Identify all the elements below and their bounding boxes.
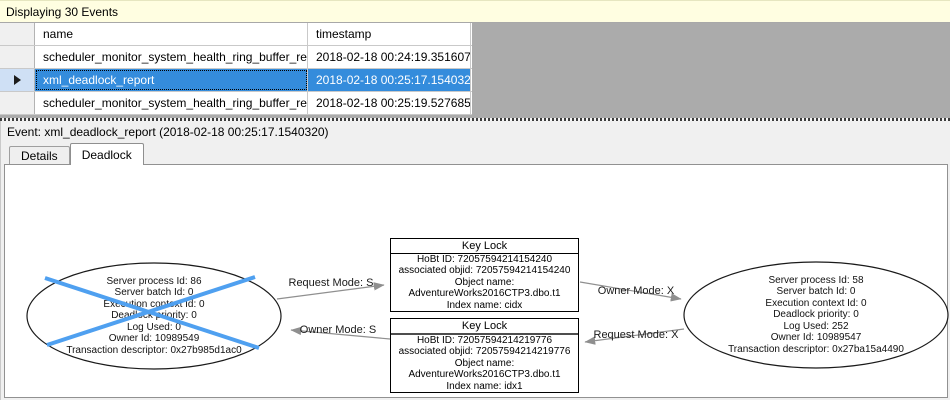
event-name-cell[interactable]: scheduler_monitor_system_health_ring_buf… [35,92,308,114]
tab-deadlock[interactable]: Deadlock [69,143,144,165]
column-header-timestamp[interactable]: timestamp [308,23,471,45]
text-line: HoBt ID: 72057594214219776 [416,334,553,346]
lock-bottom-title: Key Lock [391,319,578,335]
events-grid-background: name timestamp scheduler_monitor_system_… [0,23,950,118]
tab-details[interactable]: Details [9,146,70,164]
row-selector-header [0,23,35,45]
grid-header-row: name timestamp [0,23,472,46]
text-line: HoBt ID: 72057594214154240 [416,253,553,265]
table-row-selected[interactable]: xml_deadlock_report 2018-02-18 00:25:17.… [0,69,472,92]
text-line: Object name: AdventureWorks2016CTP3.dbo.… [408,276,561,300]
text-line: Object name: AdventureWorks2016CTP3.dbo.… [408,357,561,381]
current-row-arrow-icon [13,75,21,85]
row-selector[interactable] [0,46,35,68]
table-row[interactable]: scheduler_monitor_system_health_ring_buf… [0,92,472,115]
pane-splitter[interactable] [0,118,950,121]
event-name-cell[interactable]: xml_deadlock_report [35,69,308,91]
text-line: Index name: idx1 [446,380,523,392]
event-timestamp-cell[interactable]: 2018-02-18 00:24:19.3516078 [308,46,471,68]
text-line: associated objid: 72057594214154240 [398,265,571,276]
lock-top-title: Key Lock [391,239,578,254]
selected-event-label: Event: xml_deadlock_report (2018-02-18 0… [7,125,329,139]
text-line: associated objid: 72057594214219776 [398,346,571,357]
table-row[interactable]: scheduler_monitor_system_health_ring_buf… [0,46,472,69]
event-timestamp-cell[interactable]: 2018-02-18 00:25:19.5276859 [308,92,471,114]
detail-tabs: Details Deadlock [1,141,950,165]
row-selector[interactable] [0,92,35,114]
text-line: Index name: cidx [446,299,523,311]
events-count-label: Displaying 30 Events [6,4,119,19]
event-timestamp-cell[interactable]: 2018-02-18 00:25:17.1540320 [308,69,471,91]
events-grid: name timestamp scheduler_monitor_system_… [0,23,472,115]
column-header-name[interactable]: name [35,23,308,45]
event-name-cell[interactable]: scheduler_monitor_system_health_ring_buf… [35,46,308,68]
row-selector-current[interactable] [0,69,35,91]
events-count-bar: Displaying 30 Events [0,0,950,23]
